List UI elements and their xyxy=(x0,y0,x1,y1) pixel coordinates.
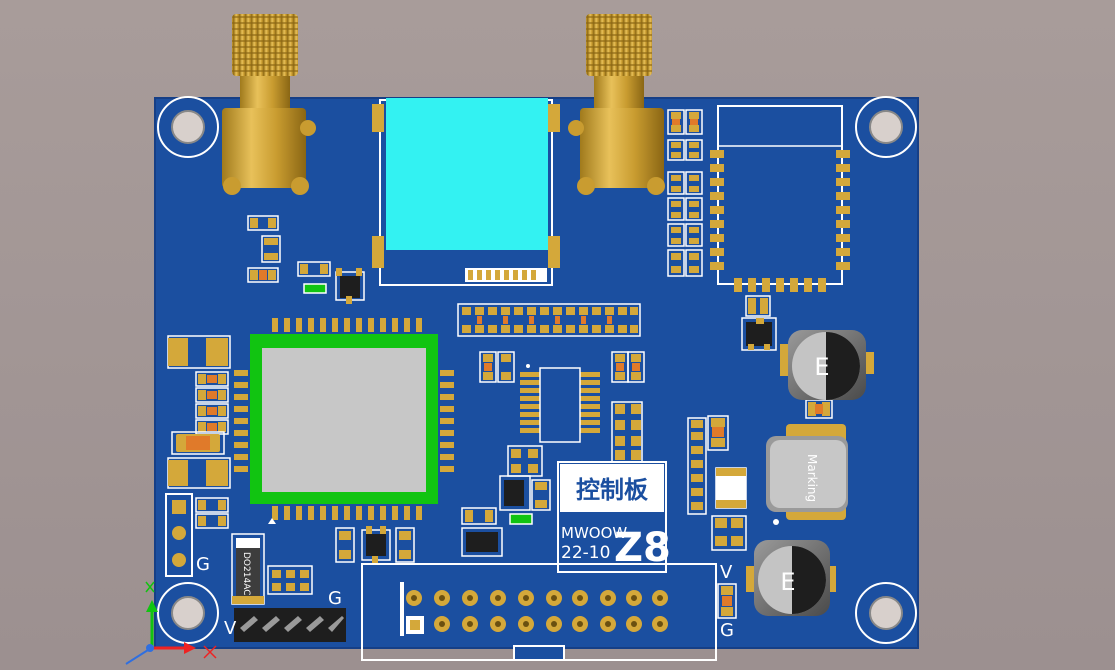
sma-connector-icon xyxy=(568,14,665,195)
electrolytic-capacitor-bottom: E xyxy=(746,540,836,616)
diode-do214ac: DO214AC xyxy=(231,533,265,605)
cap-bottom-marking: E xyxy=(780,568,795,596)
date-code: 22-10 xyxy=(561,543,610,563)
soic-chip xyxy=(520,364,600,443)
electrolytic-capacitor-top: E xyxy=(780,330,874,400)
mounting-hole-icon xyxy=(855,96,917,158)
transistor-sot23 xyxy=(335,268,365,304)
transistor-sot23-bottom xyxy=(361,526,391,564)
cap-top-marking: E xyxy=(814,353,829,381)
passive-components-left-bottom xyxy=(195,497,229,529)
passive-components-left-top xyxy=(247,215,331,294)
board-title-cn: 控制板 xyxy=(576,475,649,504)
inductor-marking: Marking xyxy=(805,454,819,502)
display-module xyxy=(372,98,560,286)
pin-header-black: V G xyxy=(224,588,346,642)
mounting-hole-icon xyxy=(855,582,917,644)
passive-components-bottom-mid xyxy=(335,527,415,563)
passive-components-left xyxy=(167,335,231,489)
rf-module xyxy=(710,105,850,292)
pin-header-left: G xyxy=(165,493,210,577)
passive-components-right xyxy=(687,295,833,551)
passive-components-bottom-left xyxy=(267,565,313,595)
passive-components-center xyxy=(479,351,645,463)
brand-label: MWOOW xyxy=(561,524,627,542)
pin-label-v-right: V xyxy=(720,562,733,583)
passive-components-column xyxy=(667,109,703,277)
mounting-hole-icon xyxy=(157,96,219,158)
pin-label-v-left: V xyxy=(224,618,237,639)
power-pads-right: V G xyxy=(717,562,737,641)
passive-components-lower-center xyxy=(461,445,551,557)
sma-connector-icon xyxy=(222,14,316,195)
xyz-axis-icon xyxy=(125,581,217,665)
pin-label-g-left: G xyxy=(196,554,210,575)
ribbon-connector xyxy=(361,563,717,661)
diode-marking: DO214AC xyxy=(241,552,251,595)
pin-label-g-right: G xyxy=(720,620,734,641)
mcu-chip xyxy=(234,318,454,524)
pin-label-g-header: G xyxy=(328,588,342,609)
display-flex-pads xyxy=(465,268,547,282)
inductor: Marking xyxy=(766,424,848,525)
board-label: 控制板 MWOOW 22-10 Z8 xyxy=(557,461,671,573)
mounting-hole-icon xyxy=(157,582,219,644)
resistor-array-row xyxy=(457,303,641,337)
